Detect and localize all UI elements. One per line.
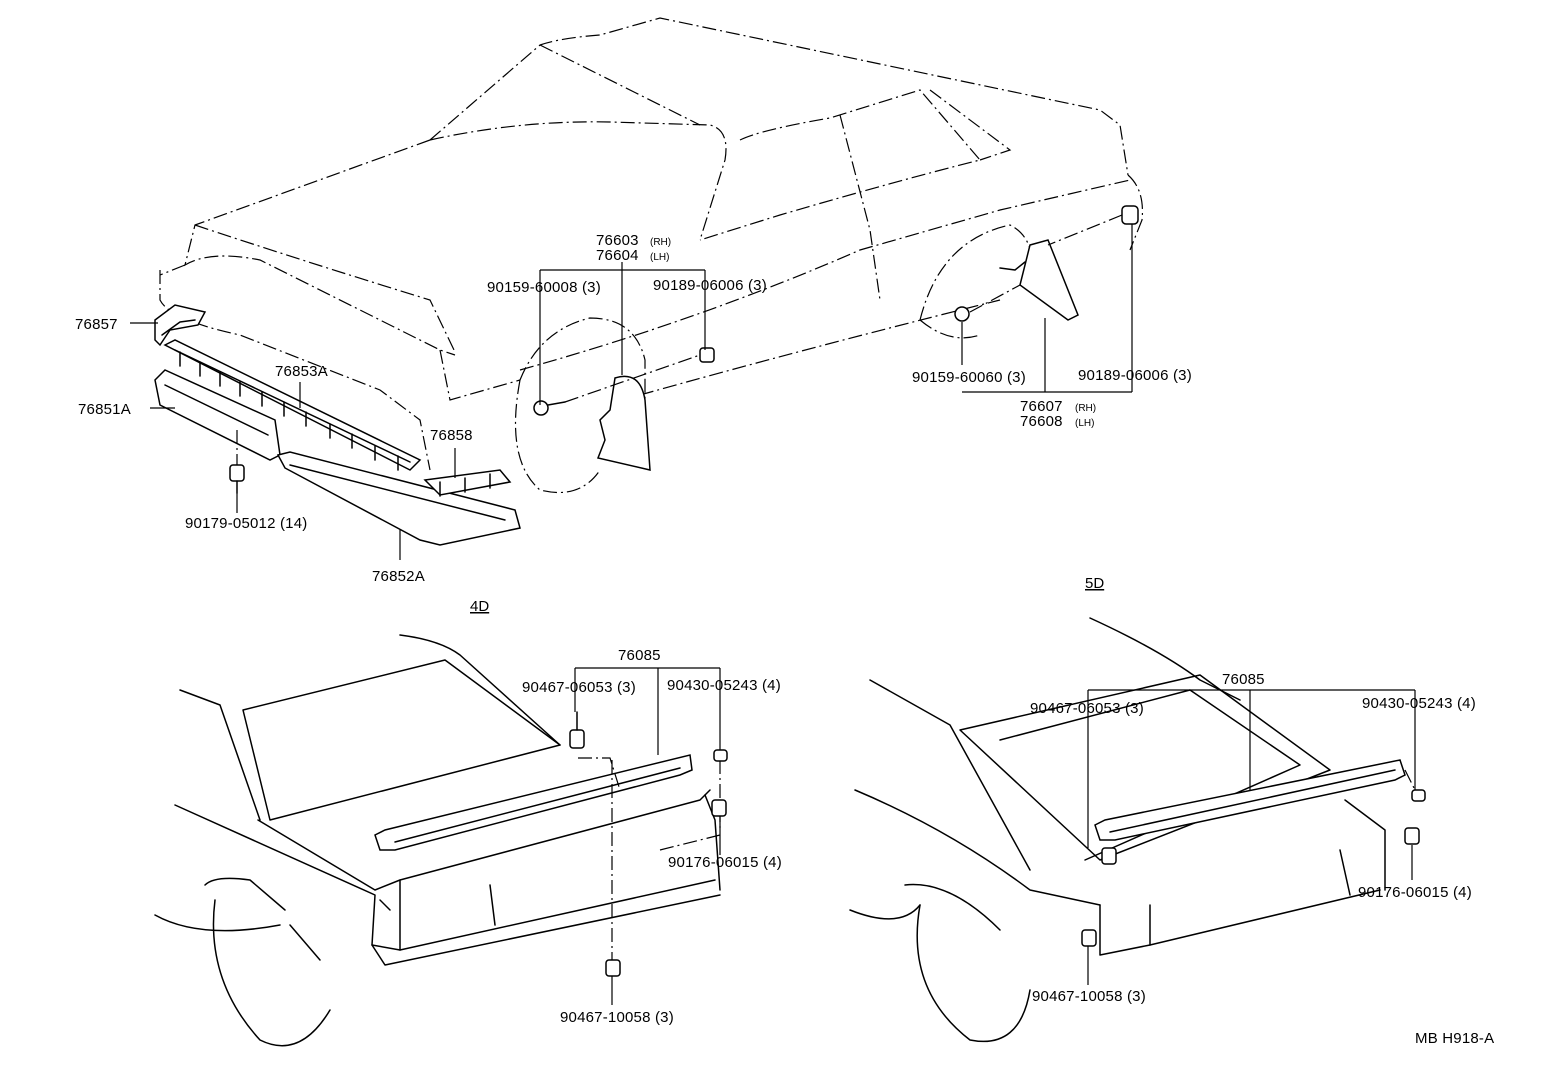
label-4d-90176-06015: 90176-06015 (4) [668, 854, 782, 871]
front-mudguard [533, 347, 715, 471]
label-76604: 76604 [596, 247, 639, 264]
label-76852A: 76852A [372, 568, 425, 585]
label-4d-76085: 76085 [618, 647, 661, 664]
label-5d-90467-10058: 90467-10058 (3) [1032, 988, 1146, 1005]
hatch-5d-outline [849, 617, 1421, 1043]
label-4d-90467-06053: 90467-06053 (3) [522, 679, 636, 696]
label-5d-90467-06053: 90467-06053 (3) [1030, 700, 1144, 717]
label-76603: 76603 [596, 232, 639, 249]
label-76608-lh: (LH) [1075, 418, 1094, 429]
label-4d-90467-10058: 90467-10058 (3) [560, 1009, 674, 1026]
clip-90179 [229, 430, 245, 494]
label-76607-rh: (RH) [1075, 403, 1096, 414]
label-76604-lh: (LH) [650, 252, 669, 263]
label-76857: 76857 [75, 316, 118, 333]
label-76858: 76858 [430, 427, 473, 444]
drawing-code: MB H918-A [1415, 1030, 1494, 1047]
fasteners-4d [569, 667, 728, 1005]
label-90179: 90179-05012 (14) [185, 515, 307, 532]
label-76851A: 76851A [78, 401, 131, 418]
front-corner-76857 [154, 304, 207, 347]
top-leaders [130, 224, 1133, 560]
label-5d-90430-05243: 90430-05243 (4) [1362, 695, 1476, 712]
section-4d: 4D [470, 598, 489, 615]
front-molding-76853A [163, 339, 422, 471]
sedan-4d-outline [154, 634, 721, 1047]
label-76608: 76608 [1020, 413, 1063, 430]
label-76607: 76607 [1020, 398, 1063, 415]
label-5d-76085: 76085 [1222, 671, 1265, 688]
fasteners-5d [1081, 689, 1426, 985]
corner-piece-76858 [423, 469, 512, 497]
label-76603-rh: (RH) [650, 237, 671, 248]
front-lower-76852A [276, 451, 521, 546]
label-76853A: 76853A [275, 363, 328, 380]
label-5d-90176-06015: 90176-06015 (4) [1358, 884, 1472, 901]
top-car-outline [159, 17, 1144, 494]
label-90159-60008: 90159-60008 (3) [487, 279, 601, 296]
label-4d-90430-05243: 90430-05243 (4) [667, 677, 781, 694]
labels: 76857 76853A 76851A 76858 90179-05012 (1… [75, 232, 1494, 1047]
label-90159-60060: 90159-60060 (3) [912, 369, 1026, 386]
section-5d: 5D [1085, 575, 1104, 592]
rear-mudguard [954, 205, 1139, 322]
label-90189-rear: 90189-06006 (3) [1078, 367, 1192, 384]
label-90189-front: 90189-06006 (3) [653, 277, 767, 294]
